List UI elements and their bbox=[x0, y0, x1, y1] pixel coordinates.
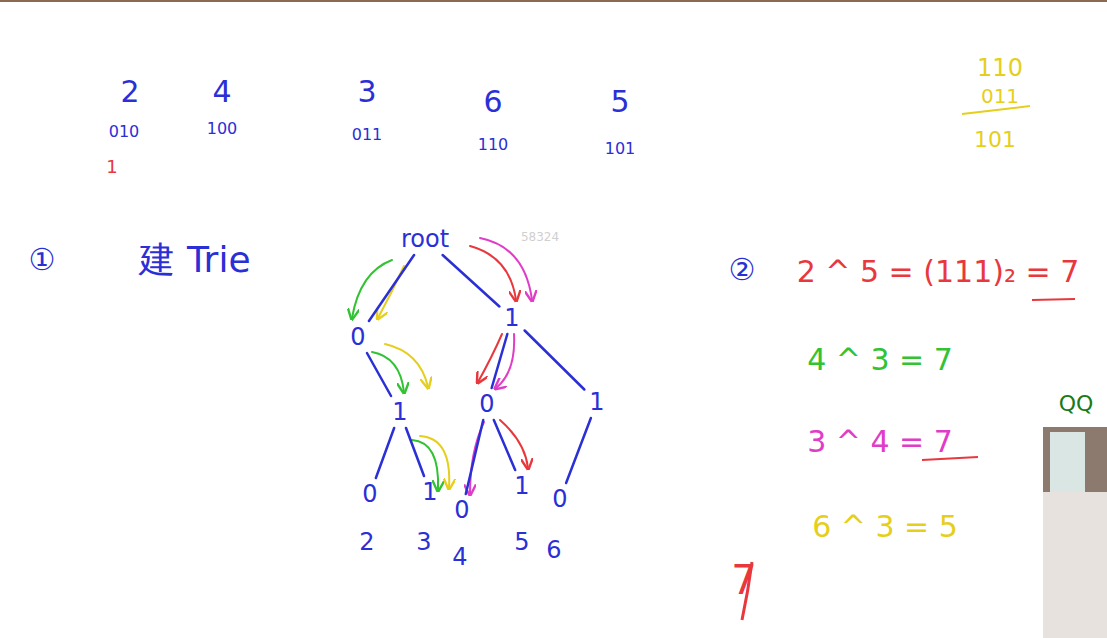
equation: 3 ^ 4 = 7 bbox=[807, 427, 953, 457]
bit-label: 0 bbox=[454, 498, 469, 522]
trie-node: 0 bbox=[347, 323, 368, 351]
trie-edge bbox=[369, 255, 414, 321]
leaf-value: 4 bbox=[452, 545, 467, 569]
trie-node: 1 bbox=[586, 388, 607, 416]
bit-label: 1 bbox=[504, 306, 519, 330]
answer: 7 bbox=[731, 560, 756, 600]
bit-label: 1 bbox=[514, 474, 529, 498]
leaf-value: 5 bbox=[514, 530, 529, 554]
trie-edge bbox=[492, 334, 508, 388]
binary: 110 bbox=[478, 137, 509, 153]
bit-label: 0 bbox=[552, 487, 567, 511]
bit-note: 1 bbox=[106, 158, 117, 176]
trie-edge bbox=[466, 420, 483, 494]
watermark: 58324 bbox=[521, 231, 559, 243]
binary: 011 bbox=[352, 127, 383, 143]
trie-node: root bbox=[398, 225, 452, 253]
trie-edge bbox=[367, 353, 391, 396]
bit-label: 0 bbox=[362, 482, 377, 506]
underline bbox=[922, 457, 978, 460]
equation: 2 ^ 5 = (111)₂ = 7 bbox=[797, 257, 1080, 287]
trie-edge bbox=[494, 420, 515, 470]
trie-node: 0 bbox=[359, 480, 380, 508]
number: 4 bbox=[212, 77, 231, 107]
bit-label: 0 bbox=[350, 325, 365, 349]
trie-edge bbox=[443, 255, 500, 307]
webcam-photo bbox=[1043, 492, 1107, 638]
step-number: ① bbox=[29, 245, 56, 275]
app-name: QQ bbox=[1059, 393, 1094, 415]
equation: 4 ^ 3 = 7 bbox=[807, 345, 953, 375]
leaf-value: 6 bbox=[546, 538, 561, 562]
number: 2 bbox=[120, 77, 139, 107]
trie-node: 1 bbox=[419, 478, 440, 506]
trie-edge bbox=[406, 428, 424, 476]
leaf-value: 3 bbox=[416, 530, 431, 554]
trie-node: 0 bbox=[451, 496, 472, 524]
number: 5 bbox=[610, 87, 629, 117]
trie-node: 0 bbox=[476, 390, 497, 418]
trie-edge bbox=[525, 330, 585, 389]
number: 6 bbox=[483, 87, 502, 117]
step-title: 建 Trie bbox=[139, 242, 250, 278]
sum-line bbox=[962, 106, 1030, 114]
number: 3 bbox=[357, 77, 376, 107]
trie-edge bbox=[376, 428, 394, 478]
webcam-photo bbox=[1043, 427, 1107, 638]
leaf-value: 2 bbox=[359, 530, 374, 554]
bit-label: 1 bbox=[589, 390, 604, 414]
equation: 6 ^ 3 = 5 bbox=[812, 512, 958, 542]
trie-edge bbox=[566, 418, 591, 483]
binary: 101 bbox=[974, 129, 1016, 151]
binary: 011 bbox=[981, 86, 1019, 106]
binary: 010 bbox=[109, 124, 140, 140]
binary: 101 bbox=[605, 141, 636, 157]
bit-label: 0 bbox=[479, 392, 494, 416]
webcam-photo bbox=[1050, 432, 1085, 492]
bit-label: root bbox=[401, 227, 449, 251]
step-number: ② bbox=[729, 255, 756, 285]
binary: 100 bbox=[207, 121, 238, 137]
search-arrows bbox=[352, 238, 532, 494]
trie-node: 1 bbox=[389, 398, 410, 426]
trie-node: 1 bbox=[501, 304, 522, 332]
binary: 110 bbox=[977, 56, 1023, 80]
underline bbox=[1032, 299, 1075, 300]
trie-node: 1 bbox=[511, 472, 532, 500]
bit-label: 1 bbox=[422, 480, 437, 504]
bit-label: 1 bbox=[392, 400, 407, 424]
trie-node: 0 bbox=[549, 485, 570, 513]
